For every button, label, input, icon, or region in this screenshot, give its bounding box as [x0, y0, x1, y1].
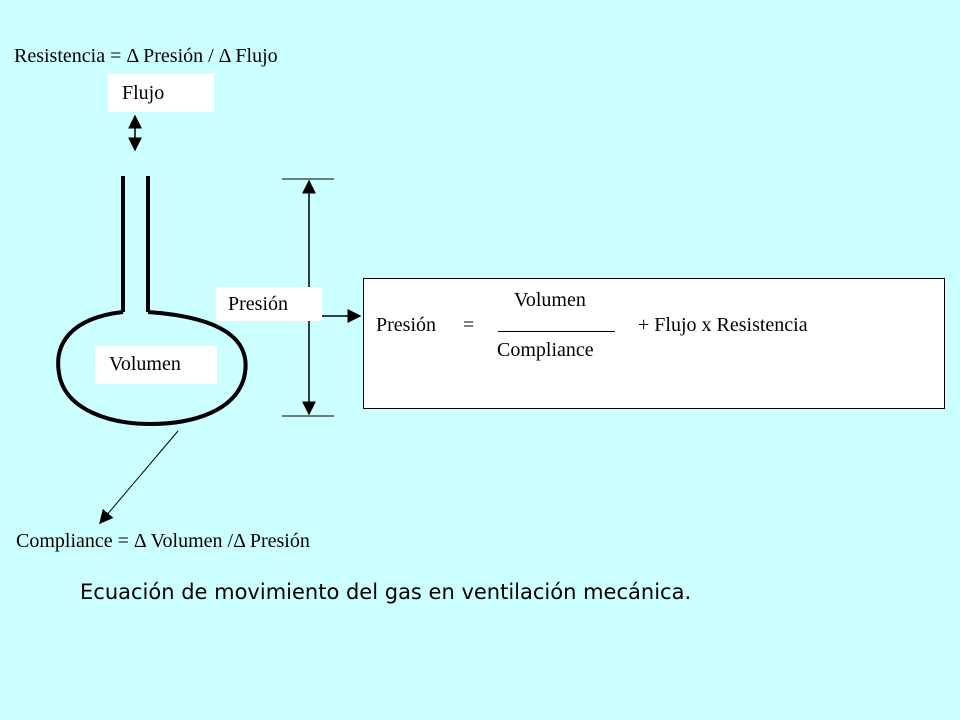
volume-label: Volumen — [109, 353, 181, 375]
equation-lhs: Presión — [376, 314, 436, 336]
equation-numerator: Volumen — [514, 289, 586, 311]
equation-denominator: Compliance — [497, 339, 594, 361]
flow-label-box: Flujo — [108, 74, 214, 112]
flow-label: Flujo — [122, 82, 165, 104]
equation-box: Presión = Volumen Compliance + Flujo x R… — [363, 278, 945, 409]
pressure-label-box: Presión — [216, 287, 322, 321]
volume-label-box: Volumen — [95, 346, 217, 384]
compliance-formula: Compliance = Δ Volumen /Δ Presión — [16, 530, 310, 552]
equation-equals: = — [463, 314, 475, 336]
fraction-bar — [498, 331, 615, 332]
pressure-label: Presión — [228, 293, 288, 315]
diagram-caption: Ecuación de movimiento del gas en ventil… — [80, 580, 692, 604]
resistance-formula: Resistencia = Δ Presión / Δ Flujo — [14, 45, 278, 67]
equation-rest: + Flujo x Resistencia — [638, 314, 808, 336]
lung-balloon — [56, 310, 248, 426]
balloon-to-compliance-arrow — [99, 430, 179, 525]
